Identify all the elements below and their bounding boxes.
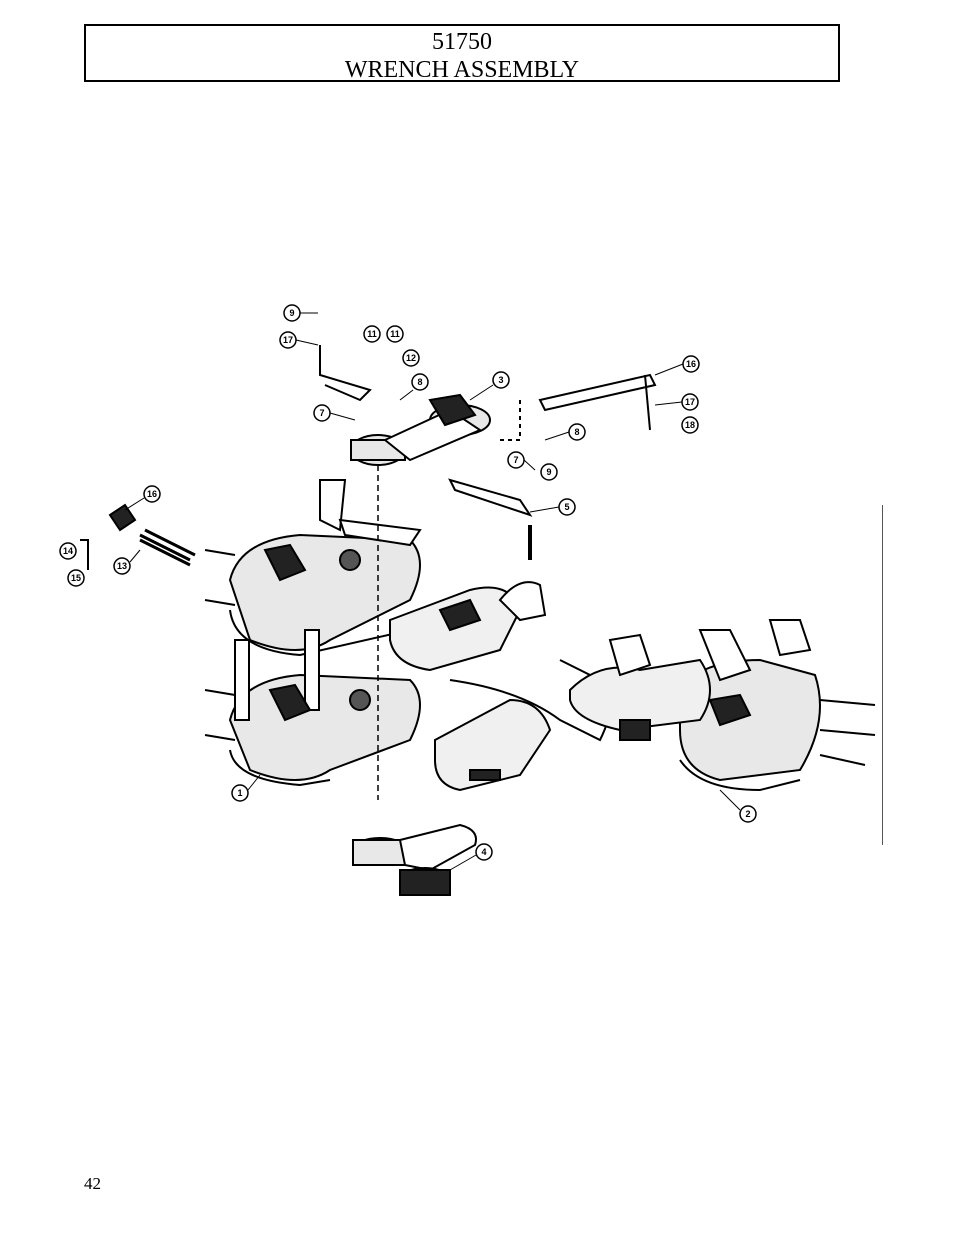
callout-11-a: 11 bbox=[363, 325, 381, 343]
svg-text:17: 17 bbox=[283, 335, 293, 345]
svg-text:11: 11 bbox=[390, 329, 400, 339]
callout-17-top: 17 bbox=[279, 331, 297, 349]
callout-14: 14 bbox=[59, 542, 77, 560]
svg-text:3: 3 bbox=[498, 375, 503, 385]
svg-text:12: 12 bbox=[406, 353, 416, 363]
callout-3: 3 bbox=[492, 371, 510, 389]
callout-1: 1 bbox=[231, 784, 249, 802]
svg-text:11: 11 bbox=[367, 329, 377, 339]
right-wrench-body bbox=[569, 619, 876, 792]
callout-17-right: 17 bbox=[681, 393, 699, 411]
callout-13: 13 bbox=[113, 557, 131, 575]
callout-8-right: 8 bbox=[568, 423, 586, 441]
svg-text:2: 2 bbox=[745, 809, 750, 819]
callout-16-left: 16 bbox=[143, 485, 161, 503]
svg-text:16: 16 bbox=[147, 489, 157, 499]
left-wrench-body bbox=[204, 533, 421, 787]
svg-text:8: 8 bbox=[574, 427, 579, 437]
callout-15: 15 bbox=[67, 569, 85, 587]
svg-text:7: 7 bbox=[319, 408, 324, 418]
svg-text:16: 16 bbox=[686, 359, 696, 369]
callout-18: 18 bbox=[681, 416, 699, 434]
title-box: 51750 WRENCH ASSEMBLY bbox=[84, 24, 840, 83]
page-title: WRENCH ASSEMBLY bbox=[344, 57, 580, 83]
callout-11-b: 11 bbox=[386, 325, 404, 343]
callout-7-right: 7 bbox=[507, 451, 525, 469]
callout-9-right: 9 bbox=[540, 463, 558, 481]
svg-text:18: 18 bbox=[685, 420, 695, 430]
center-link-arms bbox=[389, 581, 611, 792]
side-rule bbox=[882, 505, 883, 845]
callout-5: 5 bbox=[558, 498, 576, 516]
bottom-link bbox=[352, 823, 477, 896]
svg-text:8: 8 bbox=[417, 377, 422, 387]
svg-text:14: 14 bbox=[63, 546, 73, 556]
callout-8-left: 8 bbox=[411, 373, 429, 391]
callout-7-left: 7 bbox=[313, 404, 331, 422]
callout-16-right: 16 bbox=[682, 355, 700, 373]
svg-text:13: 13 bbox=[117, 561, 127, 571]
spring-and-bolts bbox=[80, 503, 196, 570]
svg-text:9: 9 bbox=[546, 467, 551, 477]
page-number: 42 bbox=[84, 1174, 101, 1193]
svg-text:15: 15 bbox=[71, 573, 81, 583]
upper-link-assembly bbox=[319, 345, 657, 560]
svg-text:5: 5 bbox=[564, 502, 569, 512]
svg-text:1: 1 bbox=[237, 788, 242, 798]
svg-text:9: 9 bbox=[289, 308, 294, 318]
callout-12: 12 bbox=[402, 349, 420, 367]
svg-text:7: 7 bbox=[513, 455, 518, 465]
svg-text:4: 4 bbox=[481, 847, 486, 857]
svg-text:17: 17 bbox=[685, 397, 695, 407]
part-number: 51750 bbox=[432, 29, 492, 55]
callout-4: 4 bbox=[475, 843, 493, 861]
callout-9-top: 9 bbox=[283, 304, 301, 322]
callout-2: 2 bbox=[739, 805, 757, 823]
